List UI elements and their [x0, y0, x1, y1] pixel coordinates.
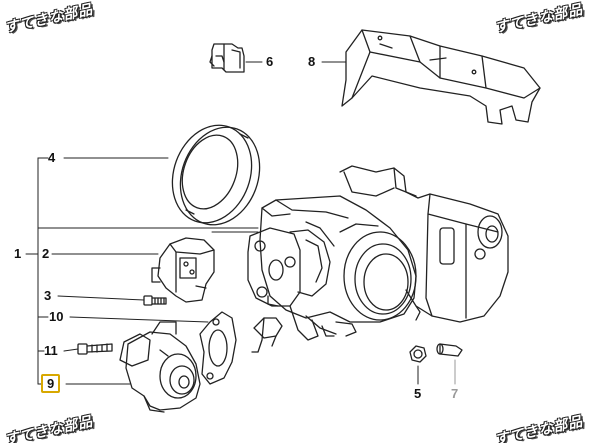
callout-1: 1 — [14, 246, 22, 261]
part-4-ring — [171, 124, 261, 226]
callout-8: 8 — [308, 54, 316, 69]
part-5-nut — [409, 345, 427, 363]
callout-5: 5 — [414, 386, 422, 401]
part-8-cover — [341, 29, 541, 125]
part-7-pin — [436, 343, 463, 357]
callout-3: 3 — [44, 288, 52, 303]
part-11-screw — [77, 343, 113, 355]
part-9-idle-valve — [119, 321, 201, 413]
callout-2: 2 — [42, 246, 50, 261]
callout-11: 11 — [44, 343, 58, 358]
part-6-clip — [209, 43, 245, 73]
callout-10: 10 — [49, 309, 64, 324]
callout-7: 7 — [451, 386, 459, 401]
part-3-screw — [143, 295, 167, 306]
callout-9-highlighted: 9 — [41, 374, 61, 393]
callout-6: 6 — [266, 54, 274, 69]
throttle-body — [247, 165, 509, 353]
leader-lines — [25, 61, 456, 385]
part-2-sensor — [151, 237, 215, 303]
callout-4: 4 — [48, 150, 56, 165]
part-10-gasket — [199, 311, 237, 385]
